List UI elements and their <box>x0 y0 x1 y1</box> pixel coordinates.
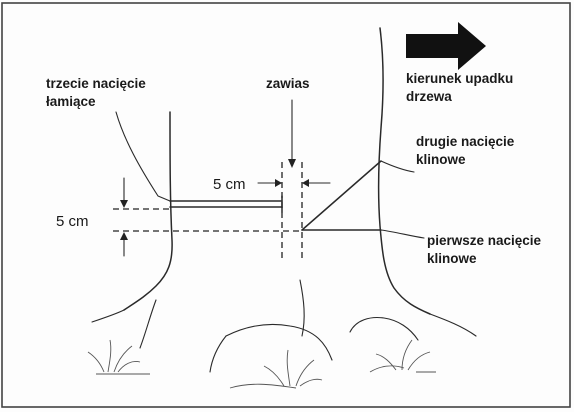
arrow-right-icon <box>406 22 486 70</box>
root-right-edge <box>429 313 477 337</box>
first-cut-label-line2: klinowe <box>427 251 477 266</box>
trunk-left-edge <box>123 111 173 311</box>
root-left-inner <box>139 299 157 349</box>
hinge-width-arrows <box>257 179 331 187</box>
cut-height-value: 5 cm <box>56 213 89 230</box>
root-center-line <box>299 279 305 337</box>
grass-center <box>229 349 323 389</box>
hinge-label: zawias <box>266 76 310 91</box>
hinge-leader <box>288 99 296 168</box>
root-right <box>349 316 419 341</box>
hinge-width-value: 5 cm <box>213 176 246 193</box>
second-cut-label-line2: klinowe <box>416 152 466 167</box>
second-wedge-cut <box>301 160 382 231</box>
frame-border <box>1 2 571 408</box>
third-cut-label-line1: trzecie nacięcie <box>46 76 146 91</box>
second-cut-leader <box>380 160 415 173</box>
second-cut-label-line1: drugie nacięcie <box>416 134 515 149</box>
first-cut-leader <box>380 229 425 239</box>
grass-left <box>87 339 150 375</box>
direction-label-line2: drzewa <box>406 89 452 104</box>
cut-height-arrows <box>120 177 128 257</box>
root-left <box>91 309 125 323</box>
third-cut-leader <box>115 111 171 202</box>
third-cut-label-line2: łamiące <box>46 94 96 109</box>
grass-right <box>369 339 436 373</box>
trunk-right-edge <box>377 27 431 315</box>
first-cut-label-line1: pierwsze nacięcie <box>427 233 542 248</box>
direction-label-line1: kierunek upadku <box>406 71 513 86</box>
root-middle-left <box>209 335 227 373</box>
root-middle <box>225 323 333 361</box>
